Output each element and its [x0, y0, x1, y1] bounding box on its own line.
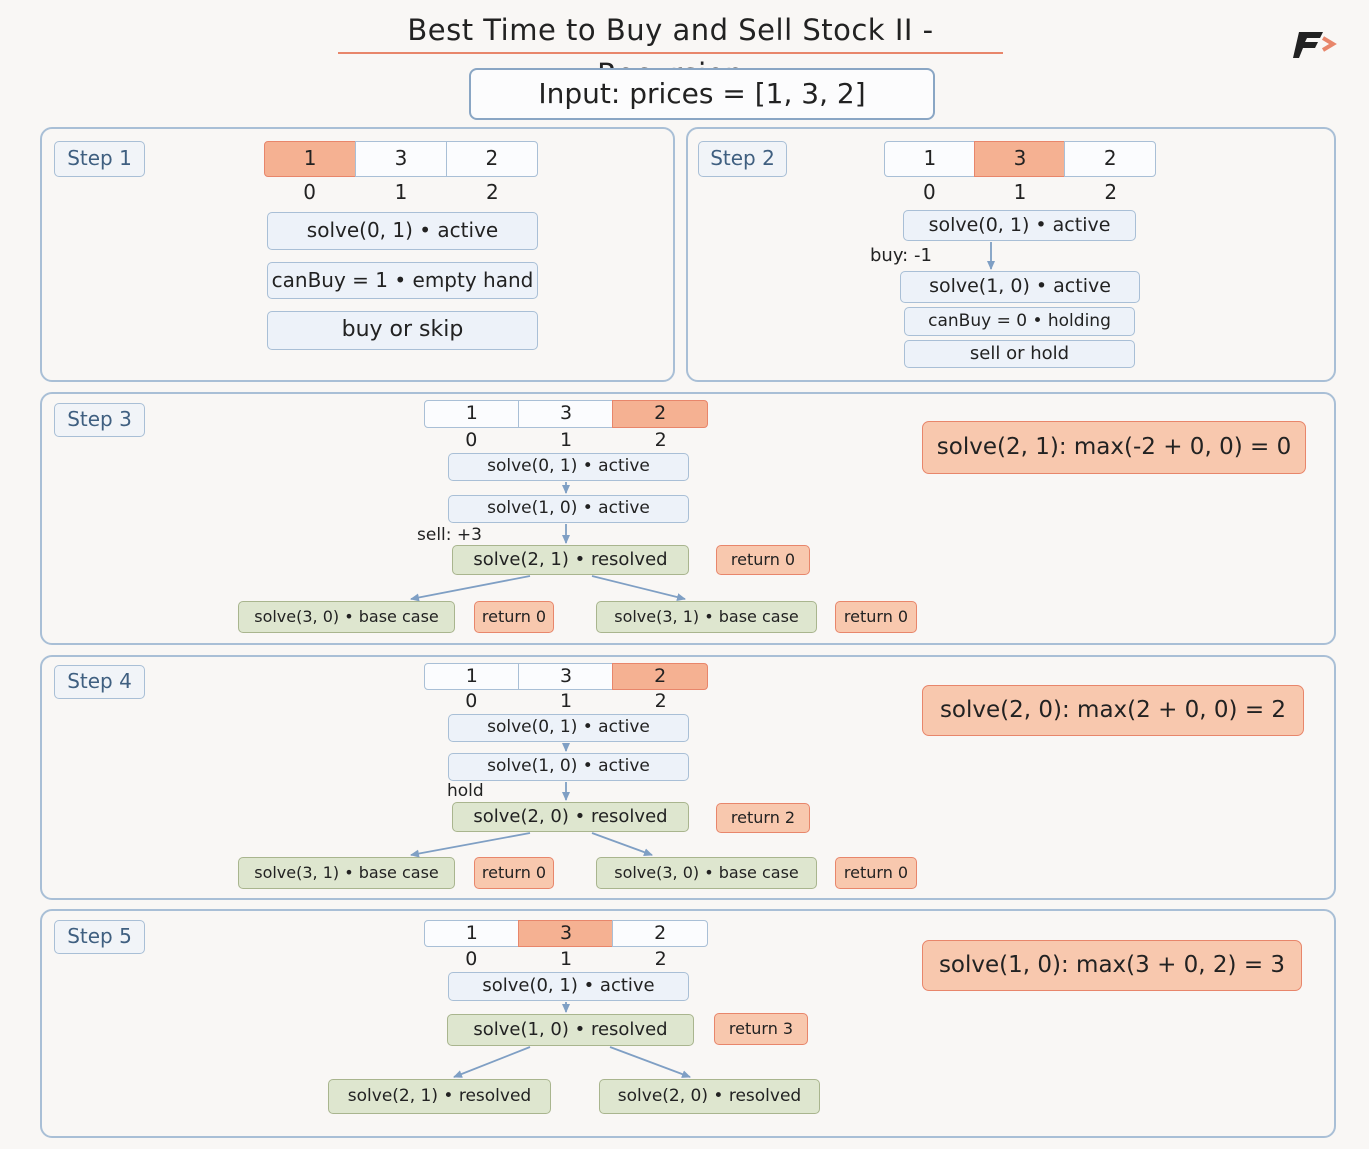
- price-cell: 1: [424, 663, 520, 690]
- price-cell: 2: [612, 400, 709, 428]
- price-cell: 3: [518, 663, 614, 690]
- index-label: 1: [394, 180, 408, 204]
- step-4-label: Step 4: [54, 665, 145, 699]
- step-5-index-row: 0 1 2: [424, 948, 708, 972]
- price-cell: 3: [354, 141, 448, 177]
- step-3-node-solve-3-1: solve(3, 1) • base case: [596, 601, 817, 633]
- step-2-index-row: 0 1 2: [884, 180, 1156, 208]
- step-2-node-canbuy: canBuy = 0 • holding: [904, 307, 1135, 336]
- price-cell: 1: [424, 400, 520, 428]
- price-cell: 3: [518, 400, 614, 428]
- step-3-node-solve-3-0: solve(3, 0) • base case: [238, 601, 455, 633]
- step-2-node-solve-0-1: solve(0, 1) • active: [903, 210, 1136, 241]
- step-4-return-2-0: return 2: [716, 803, 810, 833]
- step-1-label: Step 1: [54, 141, 145, 177]
- step-1-price-array: 1 3 2: [264, 141, 538, 177]
- step-5-node-solve-2-0: solve(2, 0) • resolved: [599, 1079, 820, 1114]
- step-3-node-solve-2-1: solve(2, 1) • resolved: [452, 545, 689, 575]
- index-label: 1: [559, 948, 573, 970]
- index-label: 2: [654, 948, 667, 970]
- index-label: 0: [465, 429, 478, 451]
- step-3-index-row: 0 1 2: [424, 429, 708, 453]
- step-3-price-array: 1 3 2: [424, 400, 709, 428]
- step-3-label: Step 3: [54, 403, 145, 437]
- index-label: 1: [559, 429, 573, 451]
- index-label: 2: [485, 180, 499, 204]
- price-cell: 3: [974, 141, 1066, 177]
- step-5-price-array: 1 3 2: [424, 920, 709, 947]
- step-3-node-solve-1-0: solve(1, 0) • active: [448, 495, 689, 523]
- step-3-return-3-1: return 0: [835, 601, 917, 633]
- step-1-node-choice: buy or skip: [267, 311, 538, 350]
- index-label: 2: [654, 429, 667, 451]
- index-label: 0: [465, 690, 478, 712]
- price-cell: 2: [1064, 141, 1157, 177]
- price-cell: 1: [264, 141, 357, 177]
- index-label: 0: [465, 948, 478, 970]
- step-5-node-solve-0-1: solve(0, 1) • active: [448, 972, 689, 1001]
- step-4-index-row: 0 1 2: [424, 690, 708, 714]
- price-cell: 2: [612, 920, 709, 947]
- index-label: 1: [559, 690, 573, 712]
- step-4-result: solve(2, 0): max(2 + 0, 0) = 2: [922, 685, 1304, 736]
- price-cell: 2: [445, 141, 538, 177]
- step-5-node-solve-1-0: solve(1, 0) • resolved: [447, 1014, 694, 1046]
- step-2-node-choice: sell or hold: [904, 340, 1135, 368]
- step-2-node-solve-1-0: solve(1, 0) • active: [900, 271, 1140, 303]
- price-cell: 3: [518, 920, 614, 947]
- price-cell: 1: [884, 141, 976, 177]
- diagram-title: Best Time to Buy and Sell Stock II - Rec…: [338, 8, 1003, 91]
- step-1-node-canbuy: canBuy = 1 • empty hand: [267, 262, 538, 299]
- step-2-edge-label: buy: -1: [870, 245, 932, 266]
- step-5-label: Step 5: [54, 920, 145, 954]
- step-5-result: solve(1, 0): max(3 + 0, 2) = 3: [922, 940, 1302, 991]
- index-label: 0: [303, 180, 317, 204]
- step-3-return-2-1: return 0: [716, 545, 810, 575]
- step-1-node-solve-0-1: solve(0, 1) • active: [267, 212, 538, 250]
- step-3-edge-label: sell: +3: [417, 525, 482, 545]
- step-2-label: Step 2: [698, 141, 787, 177]
- index-label: 2: [1104, 180, 1118, 204]
- step-4-node-solve-0-1: solve(0, 1) • active: [448, 714, 689, 742]
- step-3-node-solve-0-1: solve(0, 1) • active: [448, 453, 689, 481]
- brand-logo-icon: [1293, 32, 1337, 58]
- price-cell: 1: [424, 920, 520, 947]
- step-3-result: solve(2, 1): max(-2 + 0, 0) = 0: [922, 421, 1306, 474]
- step-4-return-3-0: return 0: [835, 857, 917, 889]
- step-1-index-row: 0 1 2: [264, 180, 538, 208]
- step-2-price-array: 1 3 2: [884, 141, 1157, 177]
- step-4-price-array: 1 3 2: [424, 663, 709, 690]
- step-5-node-solve-2-1: solve(2, 1) • resolved: [328, 1079, 551, 1114]
- index-label: 1: [1013, 180, 1027, 204]
- input-box: Input: prices = [1, 3, 2]: [469, 68, 935, 120]
- step-4-return-3-1: return 0: [474, 857, 554, 889]
- step-5-return-1-0: return 3: [714, 1013, 808, 1045]
- step-4-node-solve-3-1: solve(3, 1) • base case: [238, 857, 455, 889]
- step-4-node-solve-3-0: solve(3, 0) • base case: [596, 857, 817, 889]
- step-3-return-3-0: return 0: [474, 601, 554, 633]
- step-4-node-solve-2-0: solve(2, 0) • resolved: [452, 802, 689, 832]
- index-label: 2: [654, 690, 667, 712]
- index-label: 0: [922, 180, 936, 204]
- step-4-edge-label: hold: [447, 781, 484, 801]
- price-cell: 2: [612, 663, 709, 690]
- step-4-node-solve-1-0: solve(1, 0) • active: [448, 753, 689, 781]
